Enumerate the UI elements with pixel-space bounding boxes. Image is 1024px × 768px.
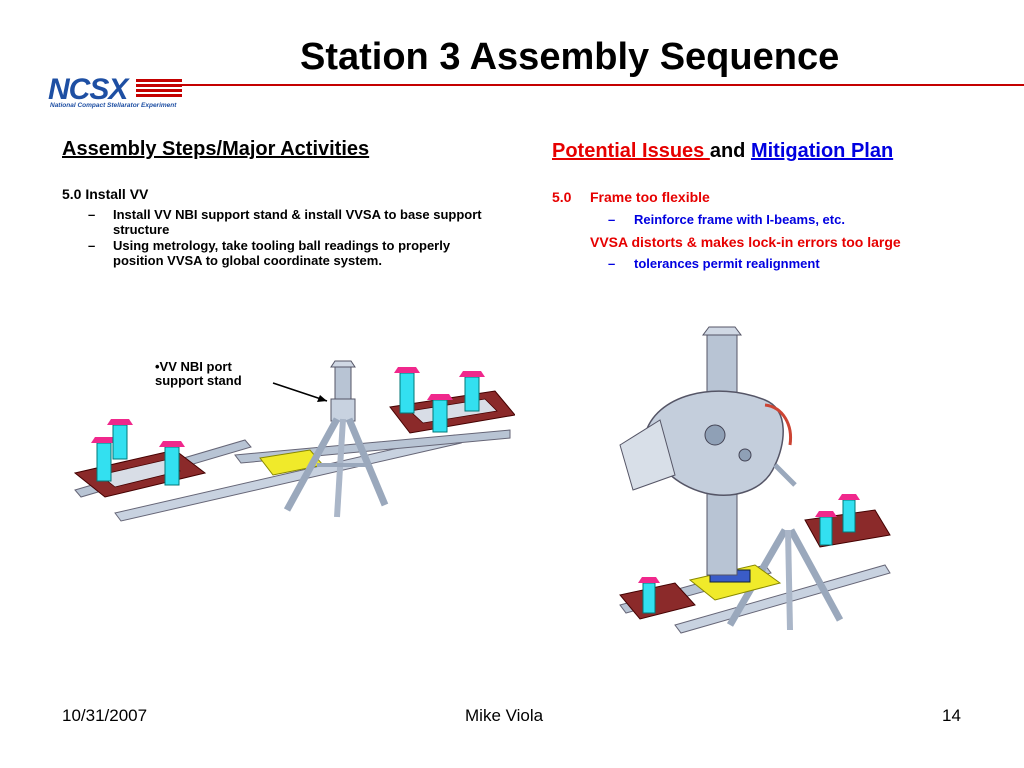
- mitigation-1: Reinforce frame with I-beams, etc.: [634, 212, 845, 227]
- title-rule: [178, 84, 1024, 86]
- heading-and: and: [709, 140, 751, 162]
- footer-date: 10/31/2007: [62, 706, 148, 725]
- mitigation-2: tolerances permit realignment: [634, 256, 820, 271]
- dash-icon: –: [88, 207, 96, 222]
- logo-mark: NCSX: [48, 73, 128, 106]
- logo-tagline: National Compact Stellarator Experiment: [50, 102, 177, 109]
- footer-author: Mike Viola: [465, 706, 544, 725]
- issue-1: 5.0 Frame too flexible: [552, 189, 710, 205]
- left-bullet-1: Install VV NBI support stand & install V…: [113, 207, 482, 237]
- logo-stripes-icon: [136, 79, 182, 99]
- vessel-on-stand-figure: [619, 326, 891, 634]
- dash-icon: –: [88, 238, 96, 253]
- slide-title: Station 3 Assembly Sequence: [300, 36, 840, 78]
- left-section: 5.0 Install VV: [62, 186, 149, 202]
- callout-arrow: [272, 382, 328, 402]
- support-stand-callout: •VV NBI port support stand: [155, 359, 242, 388]
- right-heading: Potential Issues and Mitigation Plan: [552, 140, 893, 163]
- page-number: 14: [942, 706, 961, 725]
- ncsx-logo: NCSX National Compact Stellarator Experi…: [48, 73, 183, 111]
- issue-2: VVSA distorts & makes lock-in errors too…: [590, 234, 901, 250]
- issue-1-number: 5.0: [552, 189, 572, 205]
- heading-mitigation: Mitigation Plan: [750, 140, 894, 162]
- dash-icon: –: [608, 256, 616, 271]
- left-bullet-2: Using metrology, take tooling ball readi…: [113, 238, 451, 268]
- issue-1-text: Frame too flexible: [590, 189, 710, 205]
- heading-issues: Potential Issues: [552, 140, 710, 162]
- dash-icon: –: [608, 212, 616, 227]
- station-assembly-figure: [73, 360, 515, 522]
- left-heading: Assembly Steps/Major Activities: [62, 138, 370, 160]
